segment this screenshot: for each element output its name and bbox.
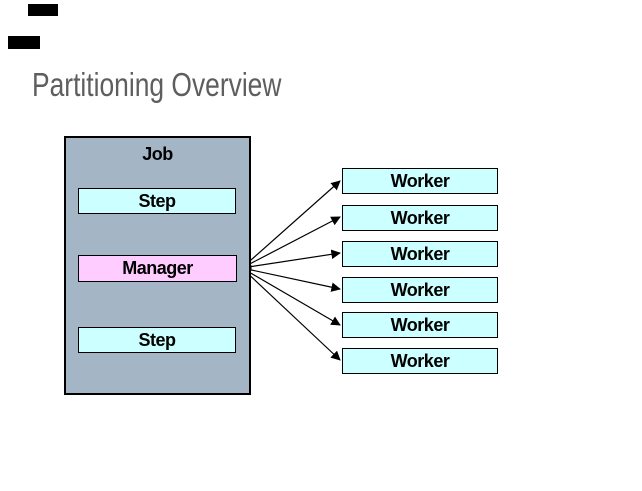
arrow-manager-worker-6 (241, 267, 341, 361)
manager-label: Manager (122, 258, 193, 278)
arrow-manager-worker-2 (241, 216, 341, 269)
step-label: Step (138, 329, 176, 350)
arrow-manager-worker-4 (241, 265, 341, 292)
arrow-manager-worker-1 (241, 180, 341, 269)
worker-label: Worker (390, 279, 450, 300)
worker-box: Worker (342, 348, 498, 374)
step-label: Step (138, 190, 176, 211)
step-box-top: Step (78, 188, 236, 214)
arrow-manager-worker-5 (241, 267, 341, 326)
worker-label: Worker (390, 350, 450, 371)
worker-label: Worker (390, 314, 450, 335)
worker-box: Worker (342, 241, 498, 267)
worker-label: Worker (390, 170, 450, 191)
worker-label: Worker (390, 243, 450, 264)
worker-label: Worker (390, 207, 450, 228)
scan-artifact-mark (8, 36, 40, 49)
worker-box: Worker (342, 312, 498, 338)
step-box-bottom: Step (78, 327, 236, 353)
worker-box: Worker (342, 168, 498, 194)
arrow-manager-worker-3 (241, 249, 341, 272)
job-label: Job (142, 144, 173, 164)
worker-box: Worker (342, 205, 498, 231)
manager-box: Manager (78, 255, 237, 282)
scan-artifact-mark (28, 4, 58, 16)
worker-box: Worker (342, 277, 498, 303)
slide-title: Partitioning Overview (32, 66, 282, 103)
